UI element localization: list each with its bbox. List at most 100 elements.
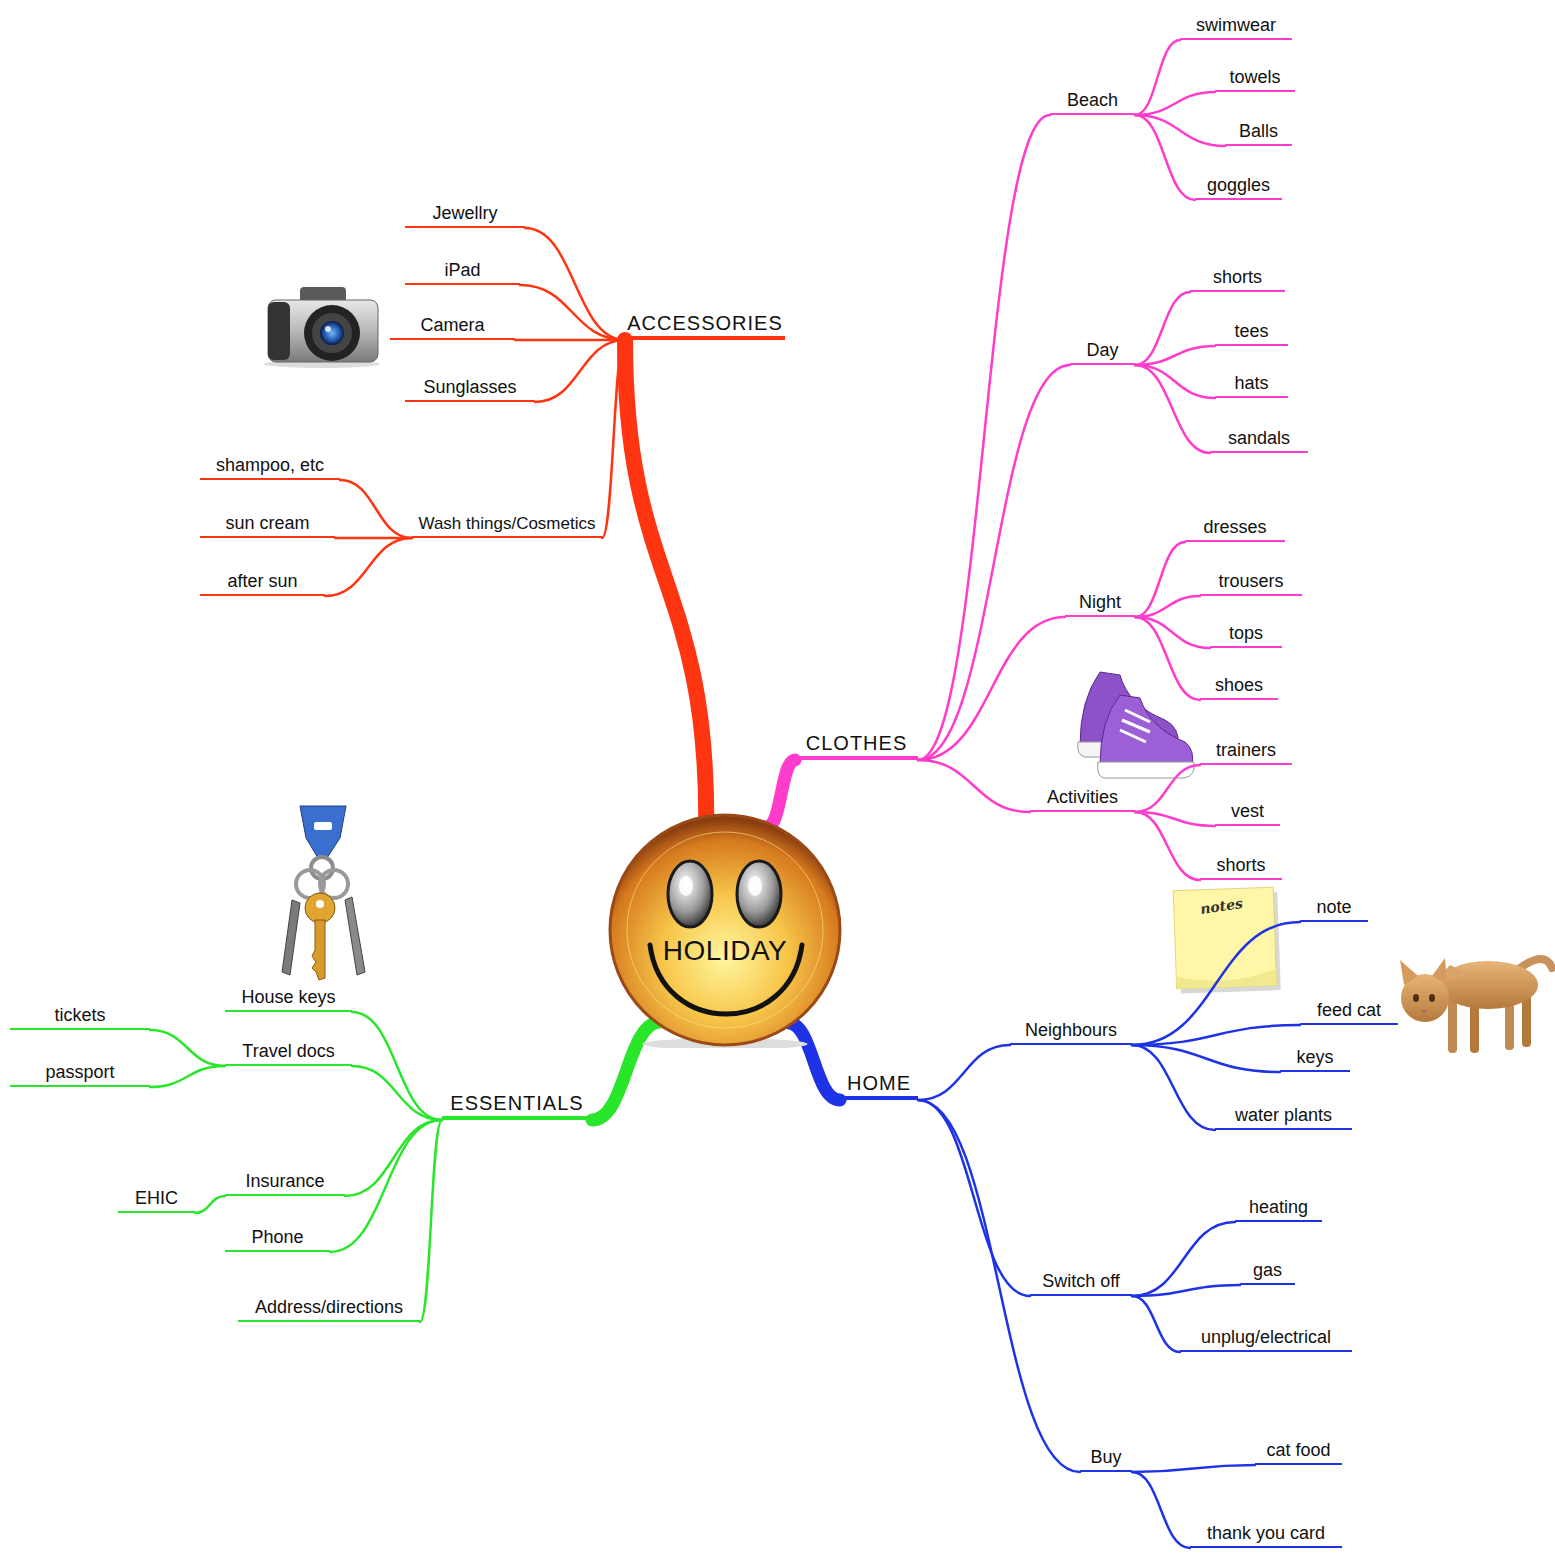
branch-line: [1135, 346, 1215, 365]
gold-key-blade: [312, 920, 325, 980]
topic-text: HOME: [847, 1072, 911, 1094]
sticky-note-illustration: [1173, 887, 1281, 994]
branch-line: [420, 1120, 442, 1322]
topic: shampoo, etc: [200, 452, 340, 480]
topic-text: tees: [1234, 322, 1268, 342]
gold-key-head: [305, 893, 335, 923]
topic: tops: [1210, 620, 1282, 648]
branch-line: [1132, 1296, 1180, 1352]
topic: shorts: [1190, 264, 1285, 292]
branch-line: [1135, 365, 1210, 453]
topic: thank you card: [1190, 1520, 1342, 1548]
topic: iPad: [405, 257, 520, 285]
main-branch-topic: CLOTHES: [795, 728, 918, 760]
branch-line: [1132, 1285, 1240, 1296]
topic-text: Beach: [1067, 91, 1118, 111]
cat-eye: [1429, 994, 1435, 1002]
topic-text: iPad: [444, 261, 480, 281]
branch-line: [1135, 92, 1215, 115]
topic: passport: [10, 1059, 150, 1087]
topic: note: [1300, 894, 1368, 922]
topic: Switch off: [1030, 1268, 1132, 1296]
topic-text: Sunglasses: [423, 378, 516, 398]
branch-line: [1132, 1025, 1300, 1045]
topic: towels: [1215, 64, 1295, 92]
cat-tail: [1520, 959, 1552, 968]
keys-illustration: [282, 806, 365, 980]
key-tag-car: [314, 822, 332, 830]
silver-key: [282, 900, 300, 975]
topic: keys: [1280, 1044, 1350, 1072]
topic: Beach: [1050, 87, 1135, 115]
topic-text: unplug/electrical: [1201, 1328, 1331, 1348]
camera-grip: [268, 302, 290, 360]
camera-lens-glass: [320, 321, 344, 345]
topic-text: water plants: [1235, 1106, 1332, 1126]
topic: vest: [1215, 798, 1280, 826]
note-curl: [1176, 968, 1277, 988]
branch-line: [1135, 596, 1200, 617]
topic-text: vest: [1231, 802, 1264, 822]
branch-line: [918, 760, 1030, 812]
topic-text: sun cream: [225, 514, 309, 534]
topic-text: goggles: [1207, 176, 1270, 196]
topic: Activities: [1030, 784, 1135, 812]
topic-text: Travel docs: [242, 1042, 334, 1062]
topic-text: Insurance: [245, 1172, 324, 1192]
topic-text: trainers: [1216, 741, 1276, 761]
topic: tickets: [10, 1002, 150, 1030]
topic: shorts: [1200, 852, 1282, 880]
topic: trainers: [1200, 737, 1292, 765]
smiley-circle: [607, 812, 843, 1048]
topic-text: shoes: [1215, 676, 1263, 696]
topic-text: CLOTHES: [806, 732, 907, 754]
camera-lens-ring: [304, 305, 360, 361]
topic-text: heating: [1249, 1198, 1308, 1218]
branch-line: [1132, 1045, 1280, 1072]
topic: sun cream: [200, 510, 335, 538]
smiley-eye: [737, 861, 781, 927]
trainer-sole: [1098, 762, 1195, 778]
topic-text: shorts: [1213, 268, 1262, 288]
topic: Phone: [225, 1224, 330, 1252]
branch-line: [515, 339, 625, 342]
camera-lens-barrel: [312, 313, 352, 353]
camera-body: [268, 300, 378, 362]
branch-line: [918, 1100, 1030, 1296]
topic: unplug/electrical: [1180, 1324, 1352, 1352]
smiley-glow: [627, 832, 823, 1028]
trainer-laces: [1120, 710, 1150, 742]
smiley-eye: [668, 861, 712, 927]
branch-line: [330, 1120, 442, 1252]
cat-illustration: [1400, 958, 1552, 1053]
branch-line: [150, 1030, 225, 1066]
branch-line: [1135, 812, 1215, 826]
branch-line: [918, 115, 1050, 760]
topic: Travel docs: [225, 1038, 352, 1066]
topic-text: Phone: [251, 1228, 303, 1248]
topic: Buy: [1080, 1444, 1132, 1472]
topic: Balls: [1225, 118, 1292, 146]
branch-line: [1135, 115, 1195, 200]
topic-text: EHIC: [135, 1189, 178, 1209]
topic: Wash things/Cosmetics: [412, 510, 602, 538]
branch-line: [1132, 1472, 1190, 1548]
topic: Neighbours: [1010, 1017, 1132, 1045]
topic: swimwear: [1180, 12, 1292, 40]
branch-line: [1135, 115, 1225, 146]
central-topic-text: HOLIDAY: [607, 936, 843, 967]
topic: after sun: [200, 568, 325, 596]
topic: feed cat: [1300, 997, 1398, 1025]
topic-text: hats: [1234, 374, 1268, 394]
branch-line: [1135, 542, 1185, 617]
branch-line: [602, 340, 625, 538]
topic: water plants: [1215, 1102, 1352, 1130]
branch-line: [592, 1022, 661, 1120]
topic: goggles: [1195, 172, 1282, 200]
branch-line: [345, 1120, 442, 1196]
topic-text: Balls: [1239, 122, 1278, 142]
topic-text: dresses: [1203, 518, 1266, 538]
branch-line: [1135, 812, 1200, 880]
topic-text: ESSENTIALS: [450, 1092, 583, 1114]
